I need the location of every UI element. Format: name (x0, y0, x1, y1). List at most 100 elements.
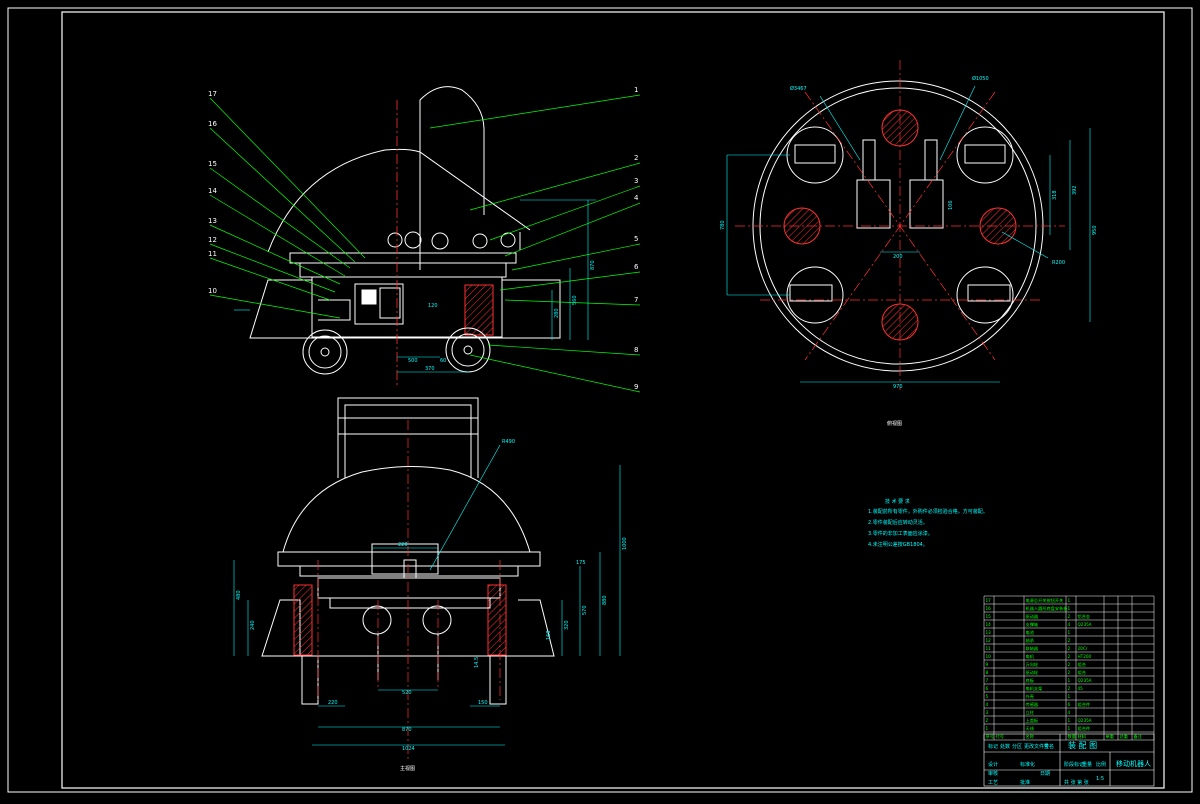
callout-1: 1 (634, 86, 638, 94)
dim-front-240: 240 (250, 620, 256, 630)
dim-front-right: 150 (478, 700, 488, 706)
bom-cell: 1 (1068, 726, 1071, 731)
bom-cell: 驱动器 (1026, 613, 1039, 620)
callout-6: 6 (634, 263, 639, 271)
top-view-centerlines (735, 60, 1065, 390)
bom-cell: 2 (1068, 662, 1071, 667)
side-view (249, 86, 561, 375)
label-zone: 分区 (1012, 743, 1022, 750)
dim-front-left: 220 (328, 700, 338, 706)
bom-cell: 1 (1068, 630, 1071, 635)
label-craft: 工艺 (988, 780, 998, 786)
dim-top-200: 200 (893, 254, 903, 260)
dim-front-520: 520 (402, 690, 412, 696)
label-date: 日期 (1040, 771, 1050, 777)
bom-cell: 10 (986, 654, 992, 659)
dim-front-320: 320 (564, 620, 570, 630)
bom-cell: 13 (986, 630, 992, 635)
bom-cell: 传感器 (1026, 701, 1039, 708)
bom-cell: 4 (1068, 710, 1071, 715)
label-designer: 设计 (988, 761, 998, 768)
bom-cell: 2 (1068, 670, 1071, 675)
dim-side-60: 60 (440, 358, 446, 364)
bom-cell: 外壳 (1026, 693, 1035, 700)
bom-cell: 底板 (1026, 677, 1035, 684)
bom-cell: 1 (1068, 598, 1071, 603)
bom-cell: Q235A (1078, 718, 1092, 723)
dim-side-280: 280 (554, 308, 560, 318)
bom-header: 总重 (1120, 733, 1128, 739)
inner-border (61, 11, 1165, 789)
side-view-dimensions (234, 199, 596, 373)
bom-cell: 2 (1068, 614, 1071, 619)
dim-front-1000: 1000 (622, 537, 628, 550)
dim-top-780: 780 (720, 220, 726, 230)
bom-cell: 9 (986, 662, 989, 667)
bom-cell: 天线 (1026, 725, 1035, 732)
dim-front-145: 14.5 (474, 657, 480, 668)
bom-cell: 支撑轴 (1026, 621, 1039, 628)
bom-cell: 2 (1068, 686, 1071, 691)
dim-top-diam-left: Ø3467 (790, 85, 807, 92)
bom-cell: 万向轮 (1026, 661, 1039, 668)
bom-cell: 轴承 (1026, 637, 1035, 644)
bom-cell: 4 (1068, 622, 1071, 627)
bom-cell: Q235A (1078, 678, 1092, 683)
bom-header: 材料 (1078, 733, 1087, 740)
bom-cell: 45 (1078, 686, 1084, 691)
bom-cell: 电机支架 (1026, 685, 1043, 692)
front-view-centerlines (317, 420, 501, 760)
bom-header: 备注 (1134, 733, 1143, 740)
callout-2: 2 (634, 154, 638, 162)
callout-15: 15 (208, 160, 217, 168)
outer-border (7, 7, 1193, 793)
dim-front-top: 220 (398, 542, 408, 548)
callout-14: 14 (208, 187, 217, 195)
bom-cell: 5 (986, 694, 989, 699)
callout-leaders (209, 94, 641, 393)
bom-cell: 铝合金 (1078, 613, 1091, 620)
bom-cell: 组合 (1078, 661, 1087, 668)
bom-header: 代号 (996, 733, 1004, 740)
top-view-label: 俯视图 (887, 420, 902, 427)
title-sheet: 共 张 第 张 (1064, 779, 1089, 786)
technical-requirements: 技 术 要 求 1.装配前所有零件，外购件必须检验合格，方可装配。 2.零件装配… (868, 498, 988, 548)
callout-3: 3 (634, 177, 638, 185)
bom-cell: 20Cr (1078, 646, 1088, 651)
dim-top-318: 318 (1052, 190, 1058, 200)
bom-cell: 1 (1068, 606, 1071, 611)
callout-13: 13 (208, 217, 217, 225)
bom-header: 数量 (1068, 733, 1076, 740)
dim-top-diam-right: Ø1050 (972, 75, 989, 82)
bom-cell: 驱动轮 (1026, 669, 1039, 676)
top-view-dim-text: 780 970 950 392 318 200 106 Ø3467 Ø1050 … (720, 75, 1098, 390)
bom-cell: 4 (986, 702, 989, 707)
bom-cell: 1 (986, 726, 989, 731)
callout-17: 17 (208, 90, 217, 98)
bom-cell: Q235A (1078, 622, 1092, 627)
label-approve: 批准 (1020, 779, 1030, 786)
bom-cell: 11 (986, 646, 992, 651)
bom-cell: 15 (986, 614, 992, 619)
tech-req-title: 技 术 要 求 (885, 498, 910, 505)
bom-cell: 7 (986, 678, 989, 683)
label-sign: 签名 (1044, 743, 1054, 750)
bom-cell: 16 (986, 606, 992, 611)
label-stage-mark: 阶段标记 (1064, 761, 1084, 768)
bom-cell: 组合 (1078, 669, 1087, 676)
callout-8: 8 (634, 346, 638, 354)
bom-cell: 2 (1068, 638, 1071, 643)
bom-cell: 2 (986, 718, 989, 723)
bom-cell: 6 (986, 686, 989, 691)
bom-cell: 6 (1068, 702, 1071, 707)
label-standard: 标准化 (1020, 761, 1035, 768)
front-view-dimensions (233, 444, 621, 746)
front-view-label: 主视图 (400, 765, 415, 772)
dim-front-480: 480 (236, 590, 242, 600)
bom-cell: 电机 (1026, 653, 1035, 660)
callout-7: 7 (634, 296, 638, 304)
dim-top-970: 970 (893, 384, 903, 390)
